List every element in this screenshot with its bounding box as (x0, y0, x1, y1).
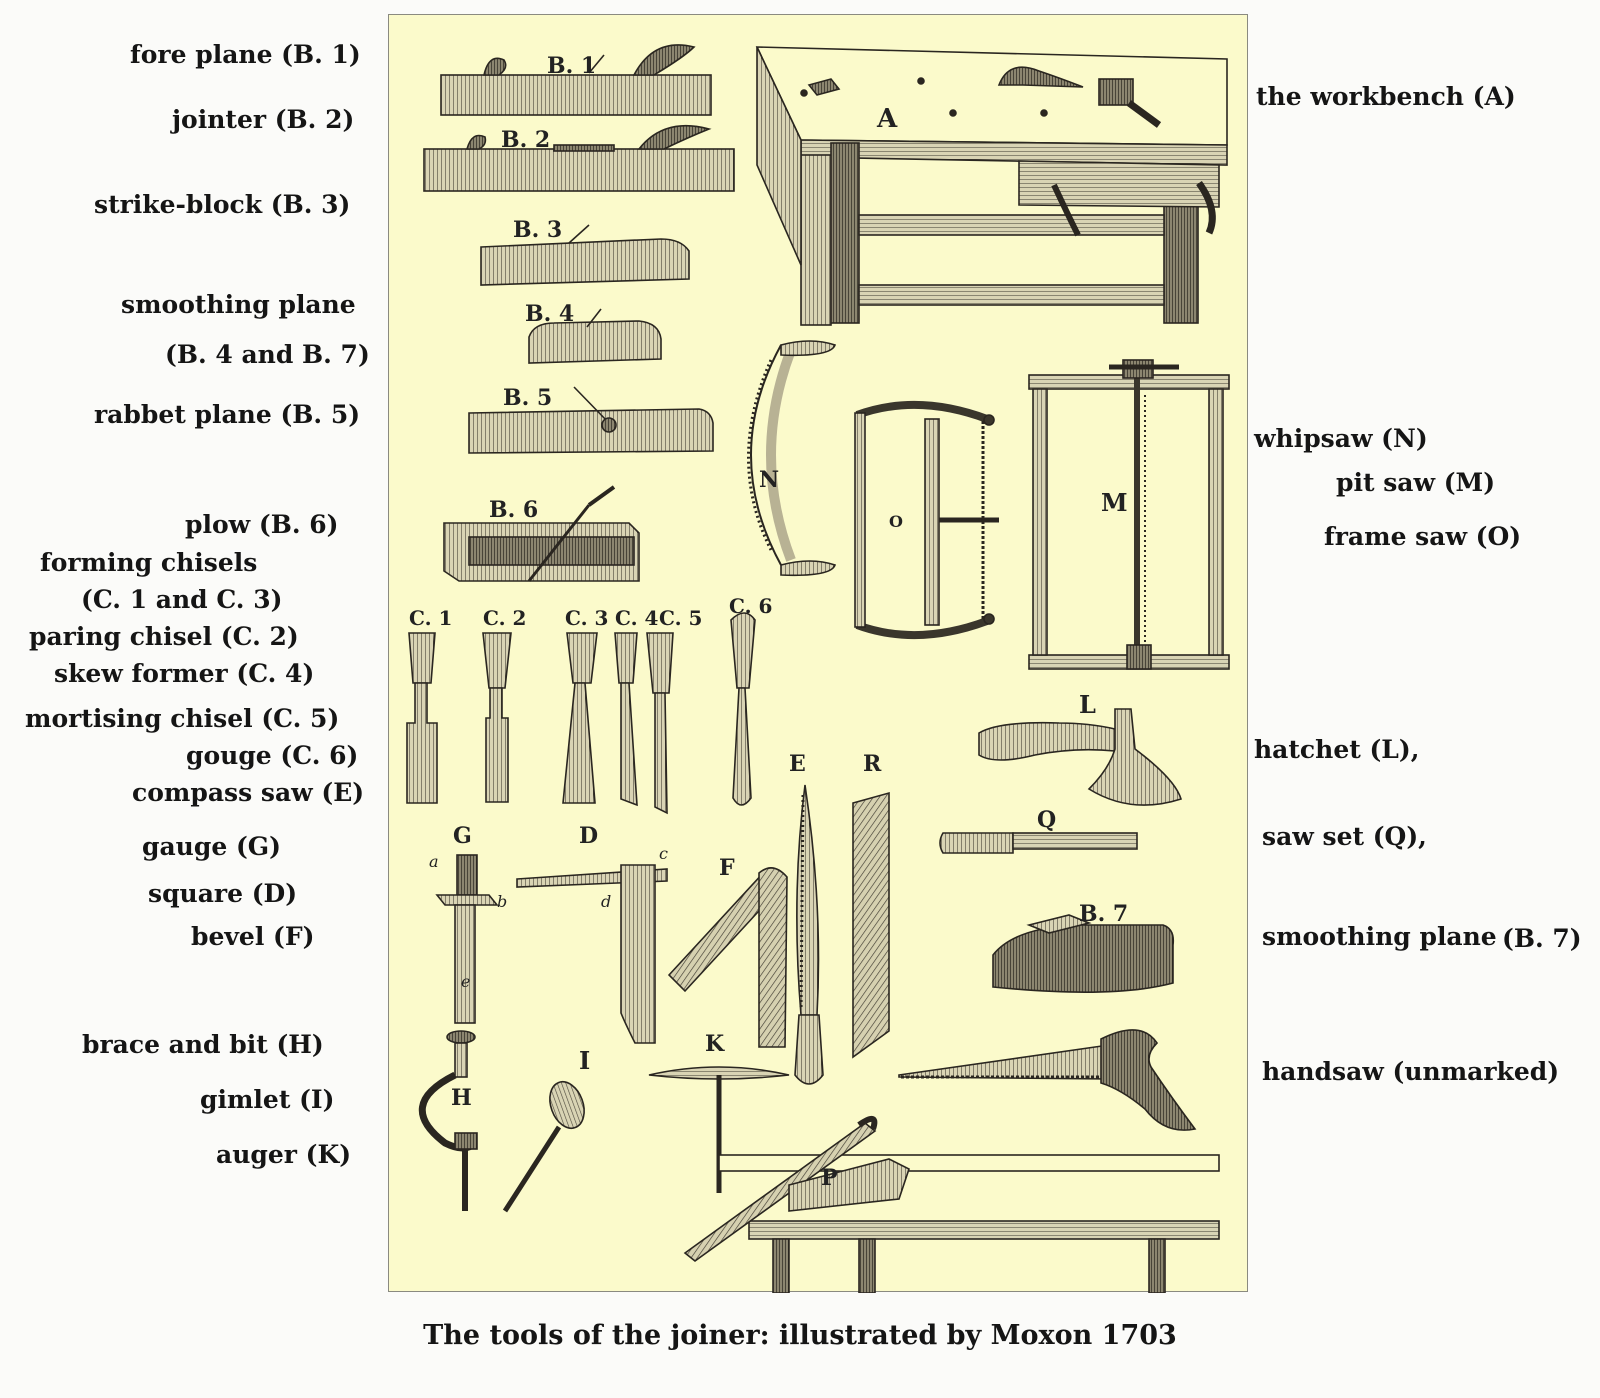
mark-gauge-e: e (461, 972, 470, 991)
mark-g: G (453, 823, 472, 849)
label-frame-saw: frame saw (O) (1324, 522, 1522, 551)
label-smoothing-plane-b7: smoothing plane (1262, 922, 1497, 951)
mark-c2: C. 2 (483, 606, 526, 630)
brace-and-bit-h (418, 1030, 478, 1211)
jointer-b2 (423, 124, 735, 192)
mark-k: K (705, 1031, 725, 1057)
mark-r: R (863, 751, 882, 777)
mark-gauge-a: a (429, 852, 439, 871)
smoothing-plane-b4 (528, 308, 662, 364)
gauge-g (435, 854, 499, 1024)
mark-b7: B. 7 (1079, 901, 1128, 927)
mark-c1: C. 1 (409, 606, 452, 630)
plow-b6 (443, 485, 640, 582)
plate-marks: B. 1 B. 2 B. 3 B. 4 B. 5 B. 6 B. 7 C. 1 … (409, 53, 1128, 1191)
label-whipsaw: whipsaw (N) (1254, 424, 1428, 453)
strike-block-b3 (480, 224, 690, 286)
mark-d: D (579, 823, 598, 849)
label-jointer: jointer (B. 2) (172, 105, 355, 134)
label-square: square (D) (148, 879, 298, 908)
mark-h: H (451, 1085, 472, 1111)
label-smoothing-plane-b7-ref: (B. 7) (1502, 924, 1582, 953)
mark-square-c: c (659, 844, 668, 863)
label-gimlet: gimlet (I) (200, 1085, 335, 1114)
label-handsaw: handsaw (unmarked) (1262, 1057, 1560, 1086)
pit-saw-m (1028, 359, 1230, 670)
mark-b1: B. 1 (547, 53, 596, 79)
fore-plane-b1 (440, 44, 712, 116)
label-saw-set: saw set (Q), (1262, 822, 1427, 851)
mark-c5: C. 5 (659, 606, 702, 630)
hatchet-l (978, 708, 1182, 806)
rabbet-plane-b5 (468, 386, 714, 454)
chisel-c2 (482, 632, 512, 803)
tool-r (852, 791, 890, 1059)
mark-b2: B. 2 (501, 127, 550, 153)
label-strike-block: strike-block (B. 3) (94, 190, 351, 219)
chisel-c3 (562, 632, 598, 804)
mark-p: P (821, 1165, 838, 1191)
label-forming-chisels-refs: (C. 1 and C. 3) (81, 585, 283, 614)
mark-b4: B. 4 (525, 301, 574, 327)
bevel-f (667, 867, 788, 1048)
engraving-plate: B. 1 B. 2 B. 3 B. 4 B. 5 B. 6 B. 7 C. 1 … (388, 14, 1248, 1293)
frame-saw-o (854, 400, 999, 639)
mark-square-d: d (601, 892, 611, 911)
workbench-a (755, 46, 1228, 326)
figure-caption: The tools of the joiner: illustrated by … (423, 1320, 1177, 1351)
mark-e: E (789, 751, 806, 777)
label-skew-former: skew former (C. 4) (54, 659, 315, 688)
mark-a: A (876, 104, 898, 134)
mark-i: I (579, 1046, 590, 1075)
mark-gauge-b: b (497, 892, 507, 911)
mark-c3: C. 3 (565, 606, 608, 630)
mark-o: O (889, 512, 903, 531)
mark-b5: B. 5 (503, 385, 552, 411)
label-gouge: gouge (C. 6) (186, 741, 359, 770)
mark-q: Q (1037, 807, 1056, 833)
label-bevel: bevel (F) (191, 922, 315, 951)
label-auger: auger (K) (216, 1140, 352, 1169)
compass-saw-e (794, 784, 824, 1085)
label-mortising-chisel: mortising chisel (C. 5) (25, 704, 340, 733)
chisel-c5 (646, 632, 674, 815)
mark-b6: B. 6 (489, 497, 538, 523)
label-smoothing-plane: smoothing plane (121, 290, 356, 319)
mark-c4: C. 4 (615, 606, 658, 630)
mark-f: F (719, 855, 735, 881)
tools-illustration: B. 1 B. 2 B. 3 B. 4 B. 5 B. 6 B. 7 C. 1 … (406, 44, 1230, 1293)
label-compass-saw: compass saw (E) (132, 778, 365, 807)
label-paring-chisel: paring chisel (C. 2) (29, 622, 299, 651)
bench-p (683, 1116, 1220, 1293)
auger-k (648, 1066, 790, 1193)
label-brace-and-bit: brace and bit (H) (82, 1030, 324, 1059)
label-fore-plane: fore plane (B. 1) (130, 40, 361, 69)
label-gauge: gauge (G) (142, 832, 281, 861)
mark-l: L (1079, 690, 1096, 719)
gimlet-i (502, 1080, 585, 1213)
label-forming-chisels: forming chisels (40, 548, 258, 577)
saw-set-q (939, 832, 1138, 854)
label-workbench: the workbench (A) (1256, 82, 1516, 111)
handsaw (898, 1029, 1197, 1131)
whipsaw-n (747, 340, 837, 577)
chisels (406, 612, 756, 815)
label-smoothing-plane-refs: (B. 4 and B. 7) (165, 340, 370, 369)
chisel-c1 (406, 632, 438, 804)
mark-m: M (1101, 488, 1128, 517)
mark-n: N (759, 467, 779, 493)
gouge-c6 (730, 612, 756, 806)
mark-c6: C. 6 (729, 594, 772, 618)
smoothing-plane-b7 (992, 914, 1175, 993)
label-rabbet-plane: rabbet plane (B. 5) (94, 400, 361, 429)
label-pit-saw: pit saw (M) (1336, 468, 1496, 497)
chisel-c4 (614, 632, 638, 807)
label-hatchet: hatchet (L), (1254, 735, 1420, 764)
label-plow: plow (B. 6) (185, 510, 339, 539)
square-d (516, 864, 668, 1044)
mark-b3: B. 3 (513, 217, 562, 243)
